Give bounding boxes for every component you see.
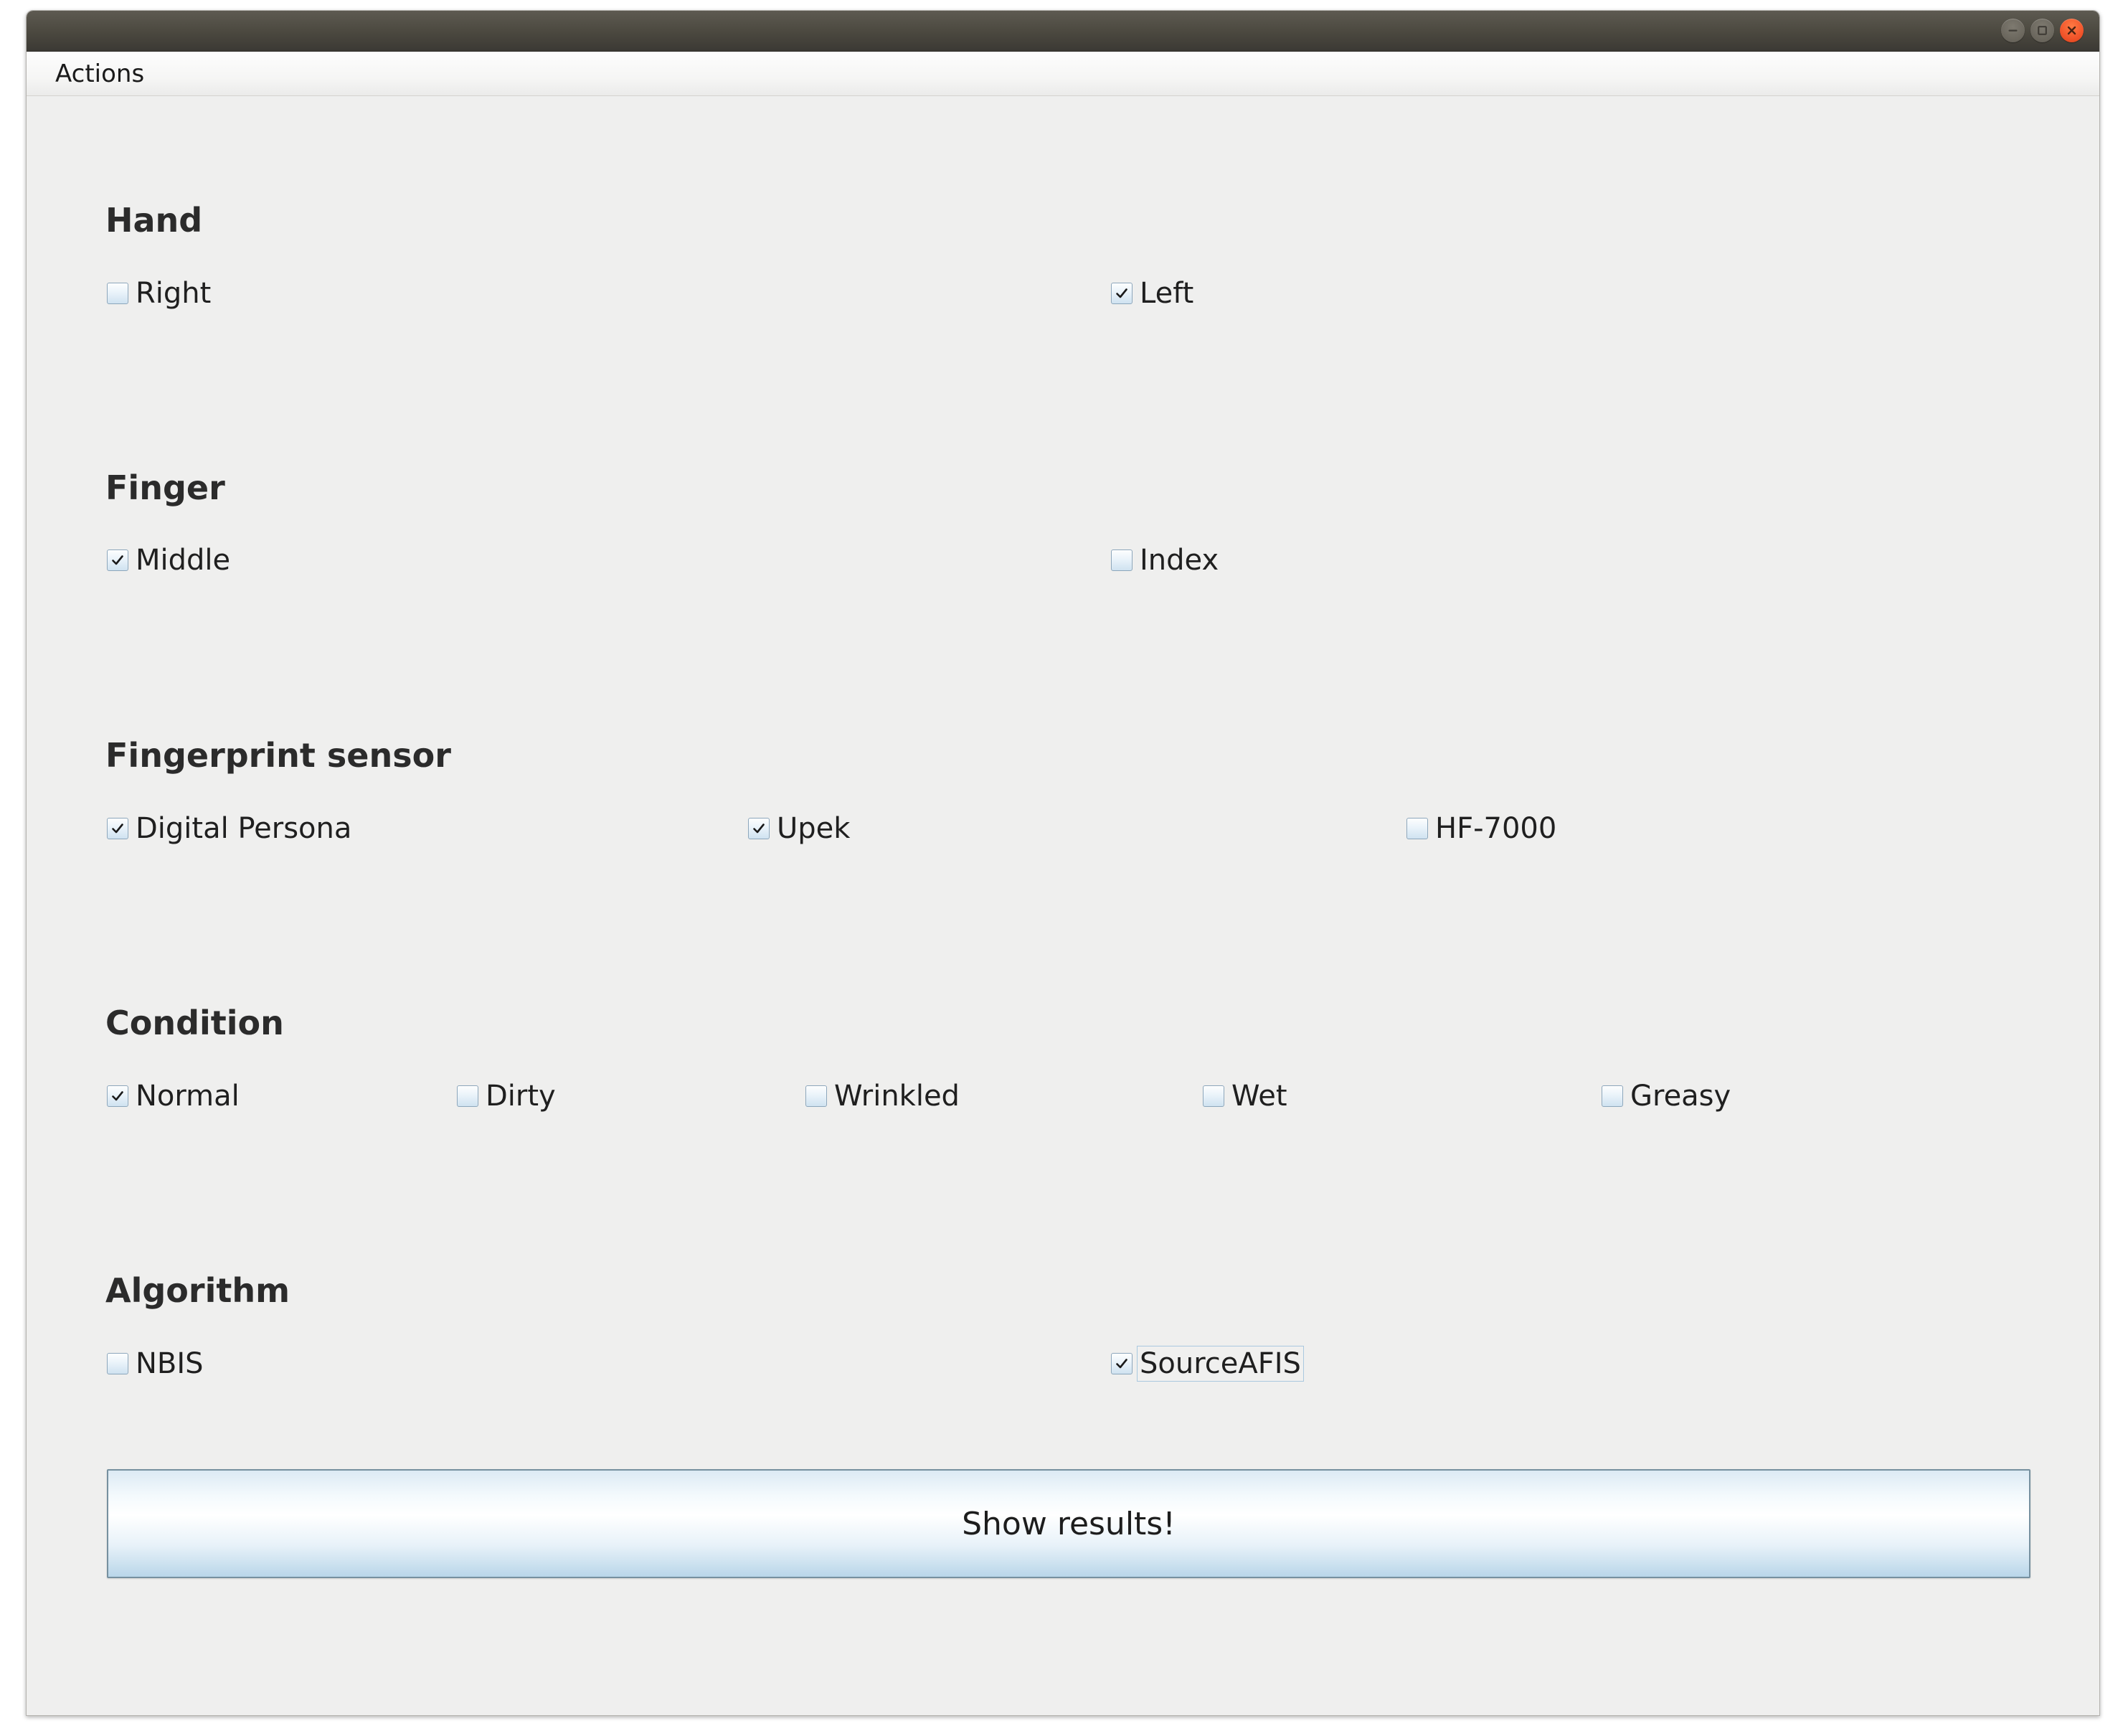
checkbox-box-digital-persona[interactable]: [107, 818, 128, 839]
checkbox-nbis[interactable]: NBIS: [107, 1346, 207, 1382]
checkbox-index[interactable]: Index: [1111, 542, 1221, 578]
main-content: Hand Right Left Finger: [27, 96, 2099, 1715]
checkbox-upek[interactable]: Upek: [748, 811, 853, 846]
section-title-hand: Hand: [105, 201, 203, 240]
checkbox-label-wet[interactable]: Wet: [1231, 1080, 1287, 1113]
checkbox-label-middle[interactable]: Middle: [136, 544, 231, 577]
checkmark-icon: [753, 824, 765, 834]
checkmark-icon: [1116, 288, 1127, 298]
section-title-finger: Finger: [105, 468, 225, 507]
checkbox-label-hf-7000[interactable]: HF-7000: [1435, 812, 1557, 845]
checkbox-left[interactable]: Left: [1111, 275, 1196, 311]
window-titlebar[interactable]: [27, 11, 2099, 52]
section-title-algorithm: Algorithm: [105, 1271, 290, 1310]
checkbox-box-dirty[interactable]: [457, 1085, 478, 1107]
checkbox-dirty[interactable]: Dirty: [457, 1078, 559, 1114]
checkbox-label-nbis[interactable]: NBIS: [136, 1347, 204, 1380]
application-window: Actions Hand Right Left: [26, 10, 2100, 1716]
minimize-icon: [2008, 29, 2018, 32]
checkbox-right[interactable]: Right: [107, 275, 214, 311]
checkbox-wet[interactable]: Wet: [1203, 1078, 1290, 1114]
checkbox-label-sourceafis[interactable]: SourceAFIS: [1137, 1346, 1304, 1382]
window-controls: [2001, 19, 2084, 42]
menu-bar: Actions: [27, 52, 2099, 96]
checkbox-digital-persona[interactable]: Digital Persona: [107, 811, 354, 846]
checkmark-icon: [112, 824, 123, 834]
checkbox-label-wrinkled[interactable]: Wrinkled: [834, 1080, 960, 1113]
checkbox-hf-7000[interactable]: HF-7000: [1406, 811, 1559, 846]
minimize-button[interactable]: [2001, 19, 2025, 42]
checkbox-greasy[interactable]: Greasy: [1602, 1078, 1734, 1114]
checkmark-icon: [112, 1091, 123, 1101]
checkbox-box-nbis[interactable]: [107, 1353, 128, 1374]
section-title-condition: Condition: [105, 1004, 284, 1042]
checkbox-label-digital-persona[interactable]: Digital Persona: [136, 812, 352, 845]
checkbox-label-greasy[interactable]: Greasy: [1630, 1080, 1731, 1113]
checkbox-middle[interactable]: Middle: [107, 542, 233, 578]
checkbox-label-dirty[interactable]: Dirty: [486, 1080, 556, 1113]
close-button[interactable]: [2060, 19, 2084, 42]
section-title-fingerprint-sensor: Fingerprint sensor: [105, 736, 451, 775]
maximize-button[interactable]: [2030, 19, 2054, 42]
menu-item-actions[interactable]: Actions: [55, 59, 145, 88]
checkbox-box-normal[interactable]: [107, 1085, 128, 1107]
checkbox-label-index[interactable]: Index: [1140, 544, 1219, 577]
checkbox-box-upek[interactable]: [748, 818, 770, 839]
checkbox-label-right[interactable]: Right: [136, 277, 212, 310]
checkbox-box-middle[interactable]: [107, 549, 128, 571]
close-icon: [2067, 26, 2076, 35]
checkbox-box-greasy[interactable]: [1602, 1085, 1623, 1107]
checkbox-box-wrinkled[interactable]: [805, 1085, 827, 1107]
show-results-button[interactable]: Show results!: [107, 1469, 2030, 1578]
checkbox-box-hf-7000[interactable]: [1406, 818, 1428, 839]
checkbox-box-right[interactable]: [107, 283, 128, 304]
checkbox-label-upek[interactable]: Upek: [777, 812, 851, 845]
maximize-icon: [2038, 26, 2047, 35]
show-results-button-label: Show results!: [962, 1505, 1176, 1542]
checkbox-wrinkled[interactable]: Wrinkled: [805, 1078, 963, 1114]
checkbox-box-wet[interactable]: [1203, 1085, 1224, 1107]
checkbox-normal[interactable]: Normal: [107, 1078, 242, 1114]
checkbox-box-index[interactable]: [1111, 549, 1133, 571]
checkbox-box-sourceafis[interactable]: [1111, 1353, 1133, 1374]
checkmark-icon: [112, 555, 123, 565]
checkmark-icon: [1116, 1359, 1127, 1369]
checkbox-sourceafis[interactable]: SourceAFIS: [1111, 1346, 1304, 1382]
checkbox-label-normal[interactable]: Normal: [136, 1080, 240, 1113]
checkbox-box-left[interactable]: [1111, 283, 1133, 304]
checkbox-label-left[interactable]: Left: [1140, 277, 1194, 310]
